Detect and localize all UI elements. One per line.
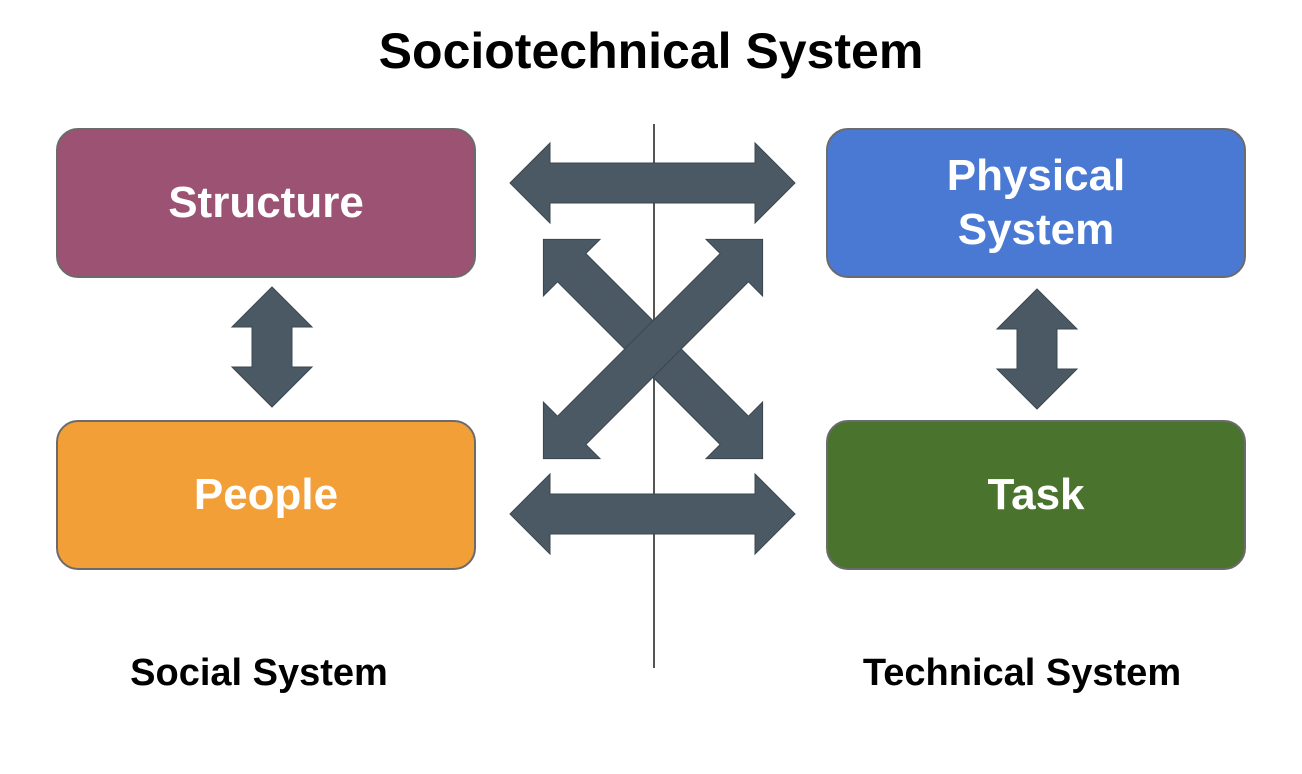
task-box: Task bbox=[826, 420, 1246, 570]
arrow-people-task bbox=[509, 472, 796, 556]
technical-system-label: Technical System bbox=[862, 652, 1182, 694]
arrow-structure-physical bbox=[509, 141, 796, 225]
arrow-structure-people bbox=[230, 286, 314, 408]
structure-label: Structure bbox=[168, 178, 364, 227]
task-label: Task bbox=[987, 470, 1085, 519]
social-system-label: Social System bbox=[130, 652, 388, 694]
diagram-title: Sociotechnical System bbox=[378, 23, 924, 79]
arrow-physical-task bbox=[995, 288, 1079, 410]
physical-system-box: Physical System bbox=[826, 128, 1246, 278]
physical-system-label: Physical System bbox=[947, 149, 1126, 257]
people-box: People bbox=[56, 420, 476, 570]
physical-system-label-line1: Physical bbox=[946, 151, 1126, 200]
structure-box: Structure bbox=[56, 128, 476, 278]
physical-system-label-line2: System bbox=[957, 205, 1115, 254]
arrow-people-physical bbox=[542, 238, 764, 460]
people-label: People bbox=[193, 470, 339, 519]
